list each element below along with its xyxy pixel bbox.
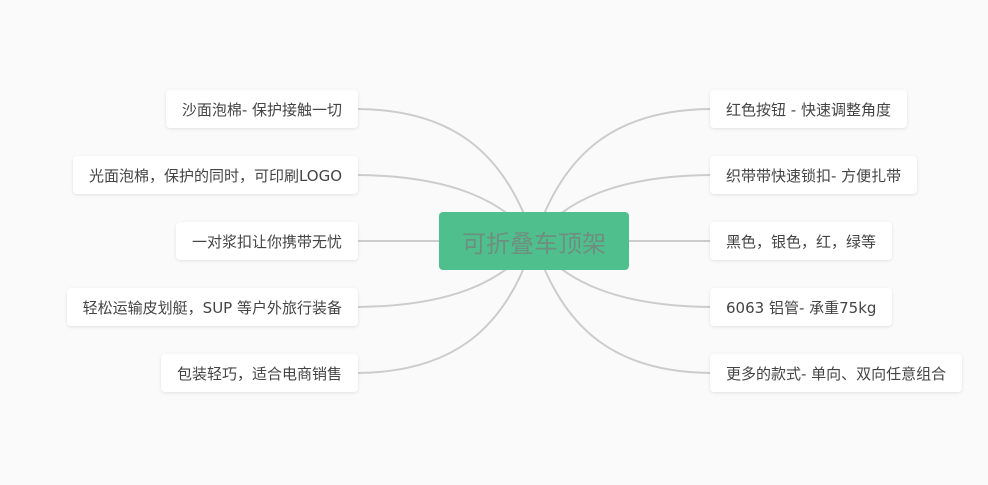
right-branch-node-5[interactable]: 更多的款式- 单向、双向任意组合 [710, 354, 963, 392]
right-branch-label: 红色按钮 - 快速调整角度 [726, 100, 891, 119]
right-branch-node-4[interactable]: 6063 铝管- 承重75kg [710, 288, 893, 326]
left-branch-label: 沙面泡棉- 保护接触一切 [181, 100, 342, 119]
left-branch-node-4[interactable]: 轻松运输皮划艇，SUP 等户外旅行装备 [66, 288, 358, 326]
left-branch-node-5[interactable]: 包装轻巧，适合电商销售 [160, 354, 358, 392]
right-branch-label: 黑色，银色，红，绿等 [726, 232, 877, 251]
center-topic-node[interactable]: 可折叠车顶架 [439, 212, 629, 270]
connector-left-5 [357, 240, 535, 374]
left-branch-node-1[interactable]: 沙面泡棉- 保护接触一切 [165, 90, 358, 128]
center-topic-label: 可折叠车顶架 [462, 229, 606, 258]
connector-right-5 [533, 240, 711, 374]
left-branch-label: 轻松运输皮划艇，SUP 等户外旅行装备 [82, 298, 342, 317]
right-branch-node-1[interactable]: 红色按钮 - 快速调整角度 [710, 90, 907, 128]
left-branch-label: 一对浆扣让你携带无忧 [191, 232, 342, 251]
left-branch-label: 包装轻巧，适合电商销售 [176, 364, 342, 383]
right-branch-label: 6063 铝管- 承重75kg [726, 298, 877, 317]
left-branch-label: 光面泡棉，保护的同时，可印刷LOGO [88, 166, 342, 185]
right-branch-label: 织带带快速锁扣- 方便扎带 [726, 166, 902, 185]
connector-left-1 [357, 108, 535, 242]
right-branch-node-2[interactable]: 织带带快速锁扣- 方便扎带 [710, 156, 918, 194]
connector-right-1 [533, 108, 711, 242]
left-branch-node-3[interactable]: 一对浆扣让你携带无忧 [175, 222, 358, 260]
left-branch-node-2[interactable]: 光面泡棉，保护的同时，可印刷LOGO [72, 156, 358, 194]
right-branch-label: 更多的款式- 单向、双向任意组合 [726, 364, 947, 383]
right-branch-node-3[interactable]: 黑色，银色，红，绿等 [710, 222, 893, 260]
